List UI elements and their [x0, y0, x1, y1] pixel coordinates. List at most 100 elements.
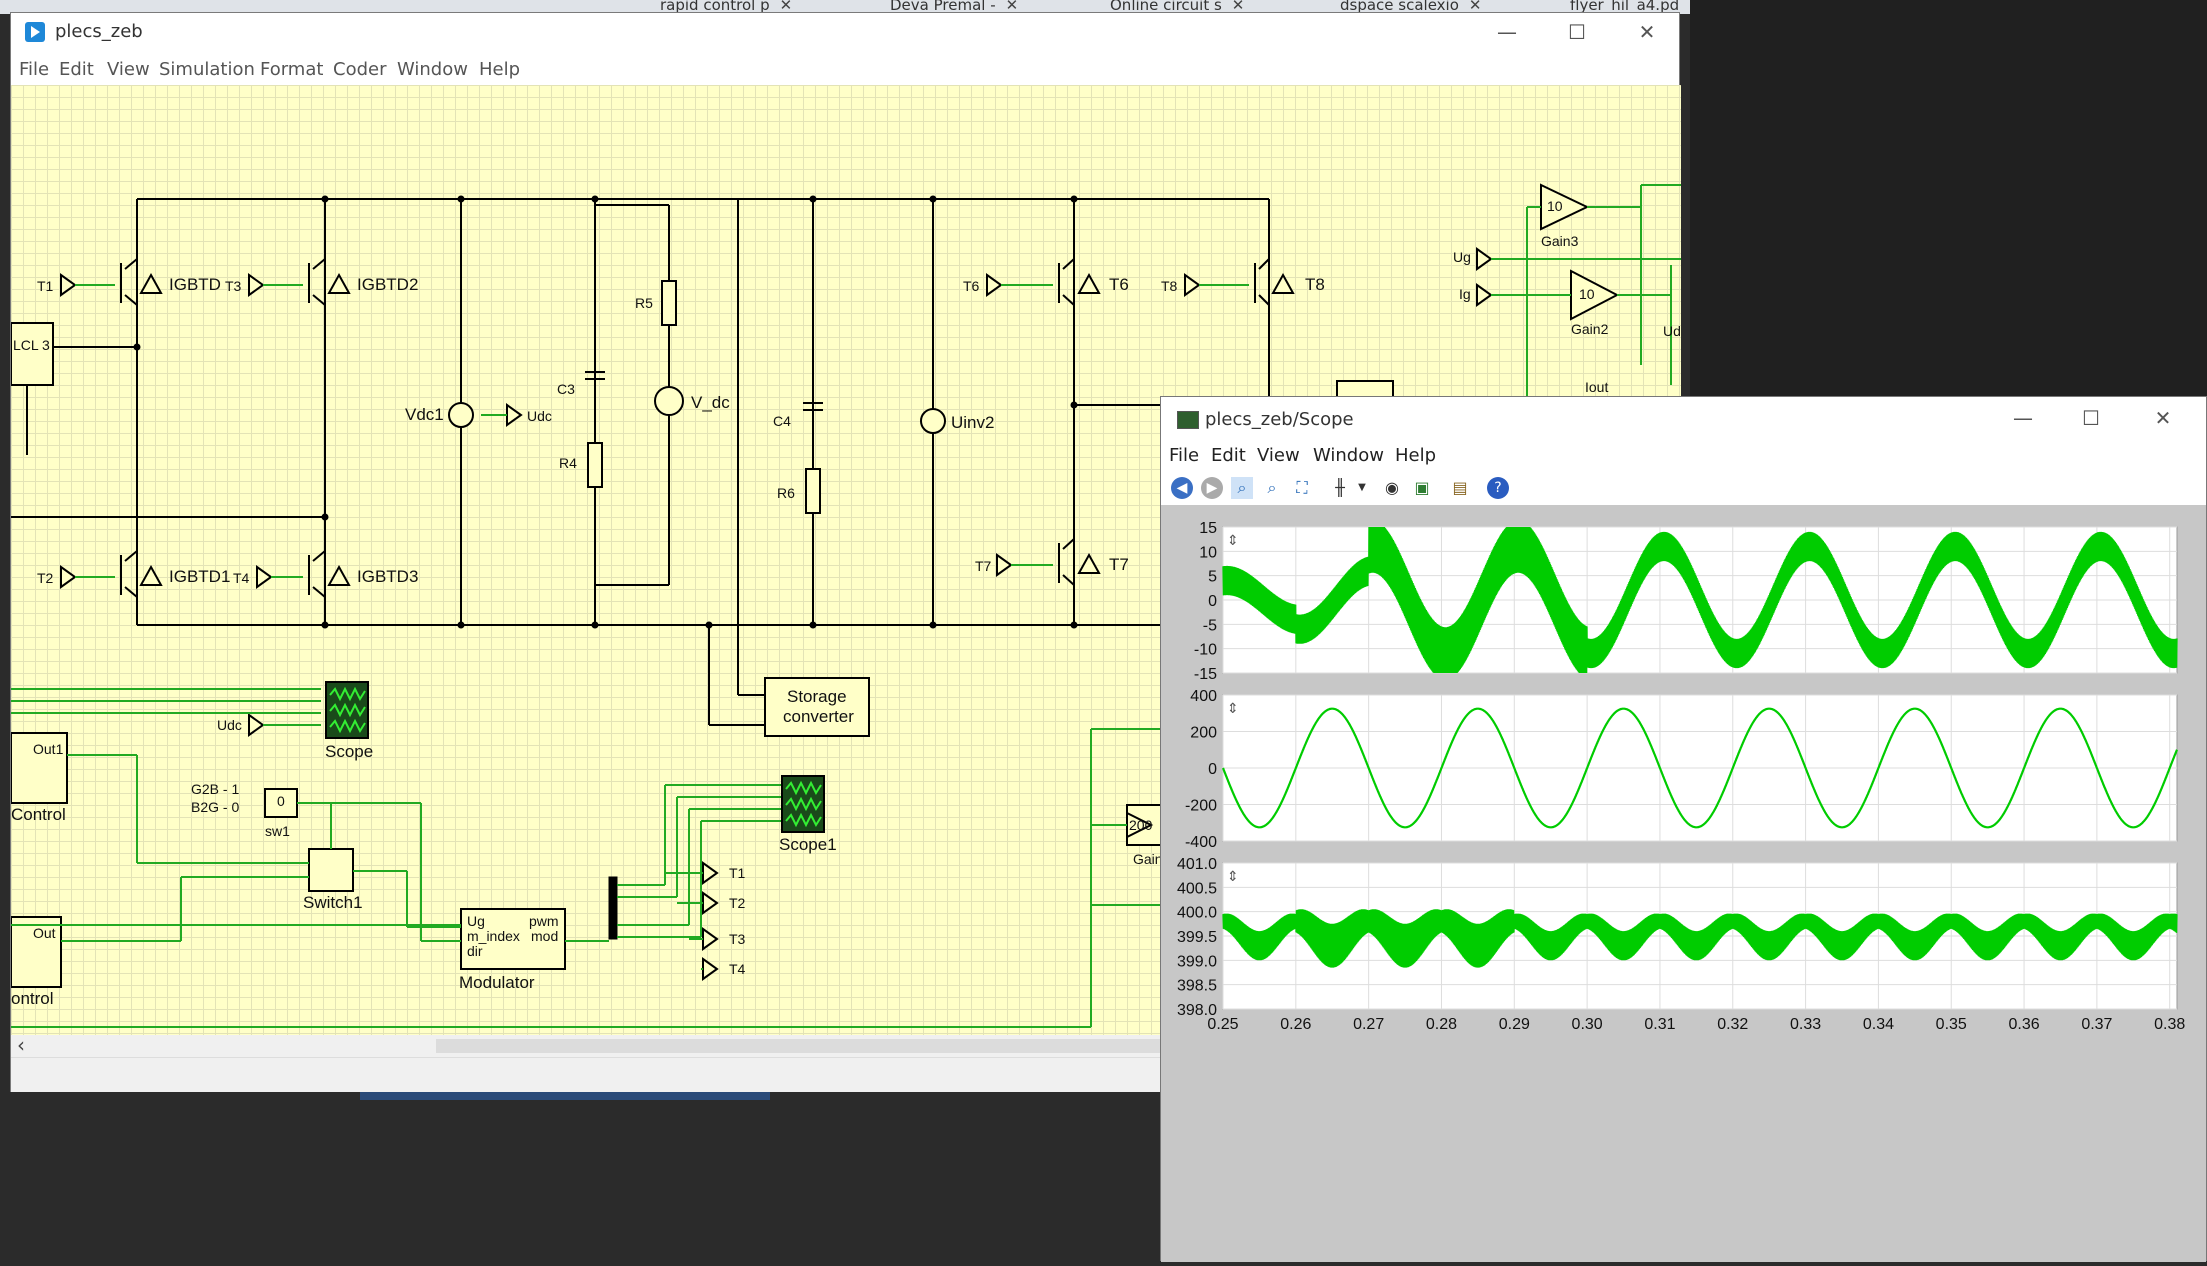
output-label-t4: T4: [729, 961, 746, 977]
x-tick-label: 0.26: [1280, 1016, 1311, 1033]
browser-tab[interactable]: rapid control p✕: [660, 0, 792, 14]
menu-window[interactable]: Window: [397, 59, 468, 80]
x-tick-label: 0.34: [1863, 1016, 1894, 1033]
scope-menu-file[interactable]: File: [1169, 445, 1200, 466]
close-button[interactable]: ✕: [1638, 20, 1656, 44]
x-tick-label: 0.32: [1717, 1016, 1748, 1033]
gate-label-t4: T4: [233, 570, 250, 586]
scope-close-button[interactable]: ✕: [2154, 406, 2172, 430]
cursor-icon[interactable]: ╫: [1335, 478, 1345, 497]
eye-icon[interactable]: ◉: [1385, 478, 1399, 497]
x-tick-label: 0.27: [1353, 1016, 1384, 1033]
forward-icon[interactable]: ▶: [1201, 477, 1223, 499]
igbt-label-igbtd2: IGBTD2: [357, 275, 419, 294]
control2-label: ontrol: [11, 989, 54, 1008]
gain200-value: 200: [1129, 817, 1153, 833]
gate-label-t1: T1: [37, 278, 54, 294]
browser-tab-label: Deva Premal -: [890, 0, 996, 14]
maximize-button[interactable]: ☐: [1568, 20, 1586, 44]
y-tick-label: 15: [1199, 520, 1217, 537]
iout-label: Iout: [1585, 379, 1609, 395]
zoom-icon[interactable]: ⌕: [1231, 477, 1253, 499]
gain-partial-label: Gain: [1133, 851, 1163, 867]
scope1-block[interactable]: [781, 775, 825, 833]
browser-tab[interactable]: Deva Premal -✕: [890, 0, 1018, 14]
sw1-value: 0: [277, 793, 285, 809]
igbt-label-t8: T8: [1305, 275, 1325, 294]
modulator-port-pwm: pwm: [529, 913, 559, 929]
y-tick-label: -400: [1185, 834, 1217, 851]
y-tick-label: 399.5: [1177, 929, 1217, 946]
browser-tab-strip: rapid control p✕ Deva Premal -✕ Online c…: [0, 0, 1690, 14]
menu-simulation[interactable]: Simulation: [159, 59, 255, 80]
scope-maximize-button[interactable]: ☐: [2082, 406, 2100, 430]
y-tick-label: -200: [1185, 798, 1217, 815]
y-tick-label: 0: [1208, 761, 1217, 778]
scope-menu-bar: File Edit View Window Help: [1161, 441, 2206, 471]
scope-block[interactable]: [325, 681, 369, 739]
menu-view[interactable]: View: [107, 59, 150, 80]
fit-icon[interactable]: ⛶: [1296, 478, 1308, 497]
y-tick-label: 0: [1208, 593, 1217, 610]
main-title-bar: plecs_zeb — ☐ ✕: [11, 13, 1679, 53]
scope-menu-help[interactable]: Help: [1395, 445, 1437, 466]
y-tick-label: 10: [1199, 544, 1217, 561]
gain3-value: 10: [1547, 198, 1563, 214]
browser-tab[interactable]: flyer_hil_a4.pd: [1570, 0, 1679, 14]
axis-handle-icon: ⇕: [1227, 701, 1239, 717]
ud-partial-label: Ud: [1663, 323, 1681, 339]
scope-plots-svg[interactable]: 151050-5-10-15⇕4002000-200-400⇕401.0400.…: [1161, 505, 2206, 1262]
c3-label: C3: [557, 381, 575, 397]
x-tick-label: 0.28: [1426, 1016, 1457, 1033]
y-tick-label: 400.0: [1177, 905, 1217, 922]
export-image-icon[interactable]: ▣: [1414, 478, 1430, 497]
zoom-out-icon[interactable]: ⌕: [1267, 478, 1277, 497]
x-tick-label: 0.25: [1207, 1016, 1238, 1033]
scope-menu-edit[interactable]: Edit: [1211, 445, 1246, 466]
menu-edit[interactable]: Edit: [59, 59, 94, 80]
scope-menu-window[interactable]: Window: [1313, 445, 1384, 466]
gate-label-t8: T8: [1161, 278, 1178, 294]
menu-format[interactable]: Format: [260, 59, 324, 80]
main-menu-bar: File Edit View Simulation Format Coder W…: [11, 53, 1679, 85]
scope-label: Scope: [325, 742, 374, 761]
menu-file[interactable]: File: [19, 59, 50, 80]
dropdown-icon[interactable]: ▼: [1358, 482, 1366, 493]
gain3-label: Gain3: [1541, 233, 1579, 249]
x-tick-label: 0.33: [1790, 1016, 1821, 1033]
r4-label: R4: [559, 455, 577, 471]
menu-coder[interactable]: Coder: [333, 59, 387, 80]
modulator-label: Modulator: [459, 973, 535, 992]
minimize-button[interactable]: —: [1497, 20, 1517, 44]
udc-output-label: Udc: [527, 408, 552, 424]
scroll-left-icon[interactable]: ‹: [17, 1033, 25, 1057]
y-tick-label: -10: [1194, 642, 1217, 659]
out2-label: Out: [33, 925, 56, 941]
browser-tab[interactable]: Online circuit s✕: [1110, 0, 1244, 14]
scope-toolbar: ◀ ▶ ⌕ ⌕ ⛶ ╫ ▼ ◉ ▣ ▤ ?: [1161, 471, 2206, 505]
back-icon[interactable]: ◀: [1171, 477, 1193, 499]
browser-tab[interactable]: dspace scalexio✕: [1340, 0, 1481, 14]
settings-icon[interactable]: ▤: [1452, 478, 1468, 497]
x-tick-label: 0.36: [2008, 1016, 2039, 1033]
ug-input-label: Ug: [1453, 249, 1471, 265]
y-tick-label: 400: [1190, 688, 1217, 705]
help-icon[interactable]: ?: [1487, 477, 1509, 499]
modulator-port-m-index: m_index: [467, 928, 520, 944]
x-tick-label: 0.35: [1936, 1016, 1967, 1033]
y-tick-label: 399.0: [1177, 953, 1217, 970]
modulator-port-ug: Ug: [467, 913, 485, 929]
scope-minimize-button[interactable]: —: [2013, 406, 2033, 430]
sw1-label: sw1: [265, 823, 290, 839]
output-label-t3: T3: [729, 931, 746, 947]
igbt-label-t6: T6: [1109, 275, 1129, 294]
y-tick-label: -15: [1194, 666, 1217, 683]
menu-help[interactable]: Help: [479, 59, 521, 80]
browser-tab-label: dspace scalexio: [1340, 0, 1459, 14]
output-label-t1: T1: [729, 865, 746, 881]
scope-menu-view[interactable]: View: [1257, 445, 1300, 466]
storage-label-1: Storage: [787, 687, 847, 706]
scope-title-bar: plecs_zeb/Scope — ☐ ✕: [1161, 397, 2206, 441]
modulator-port-mod: mod: [531, 928, 559, 944]
